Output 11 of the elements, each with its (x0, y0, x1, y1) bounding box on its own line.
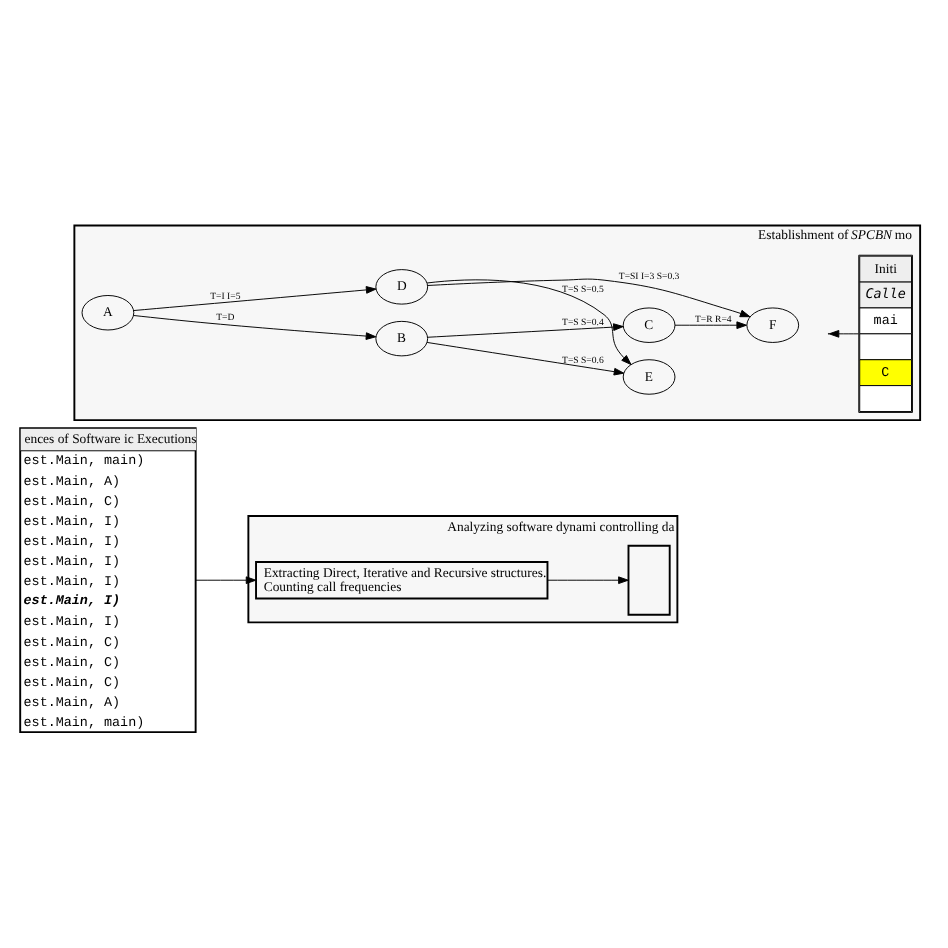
arrow (133, 285, 377, 311)
arrow (427, 277, 751, 317)
arrow (427, 322, 624, 337)
node-box (627, 543, 671, 615)
arrow (195, 575, 257, 584)
arrow (547, 575, 629, 584)
arrow (674, 320, 747, 329)
arrow (426, 278, 632, 364)
arrow (133, 314, 377, 339)
arrow (828, 329, 859, 337)
arrow (426, 340, 625, 375)
